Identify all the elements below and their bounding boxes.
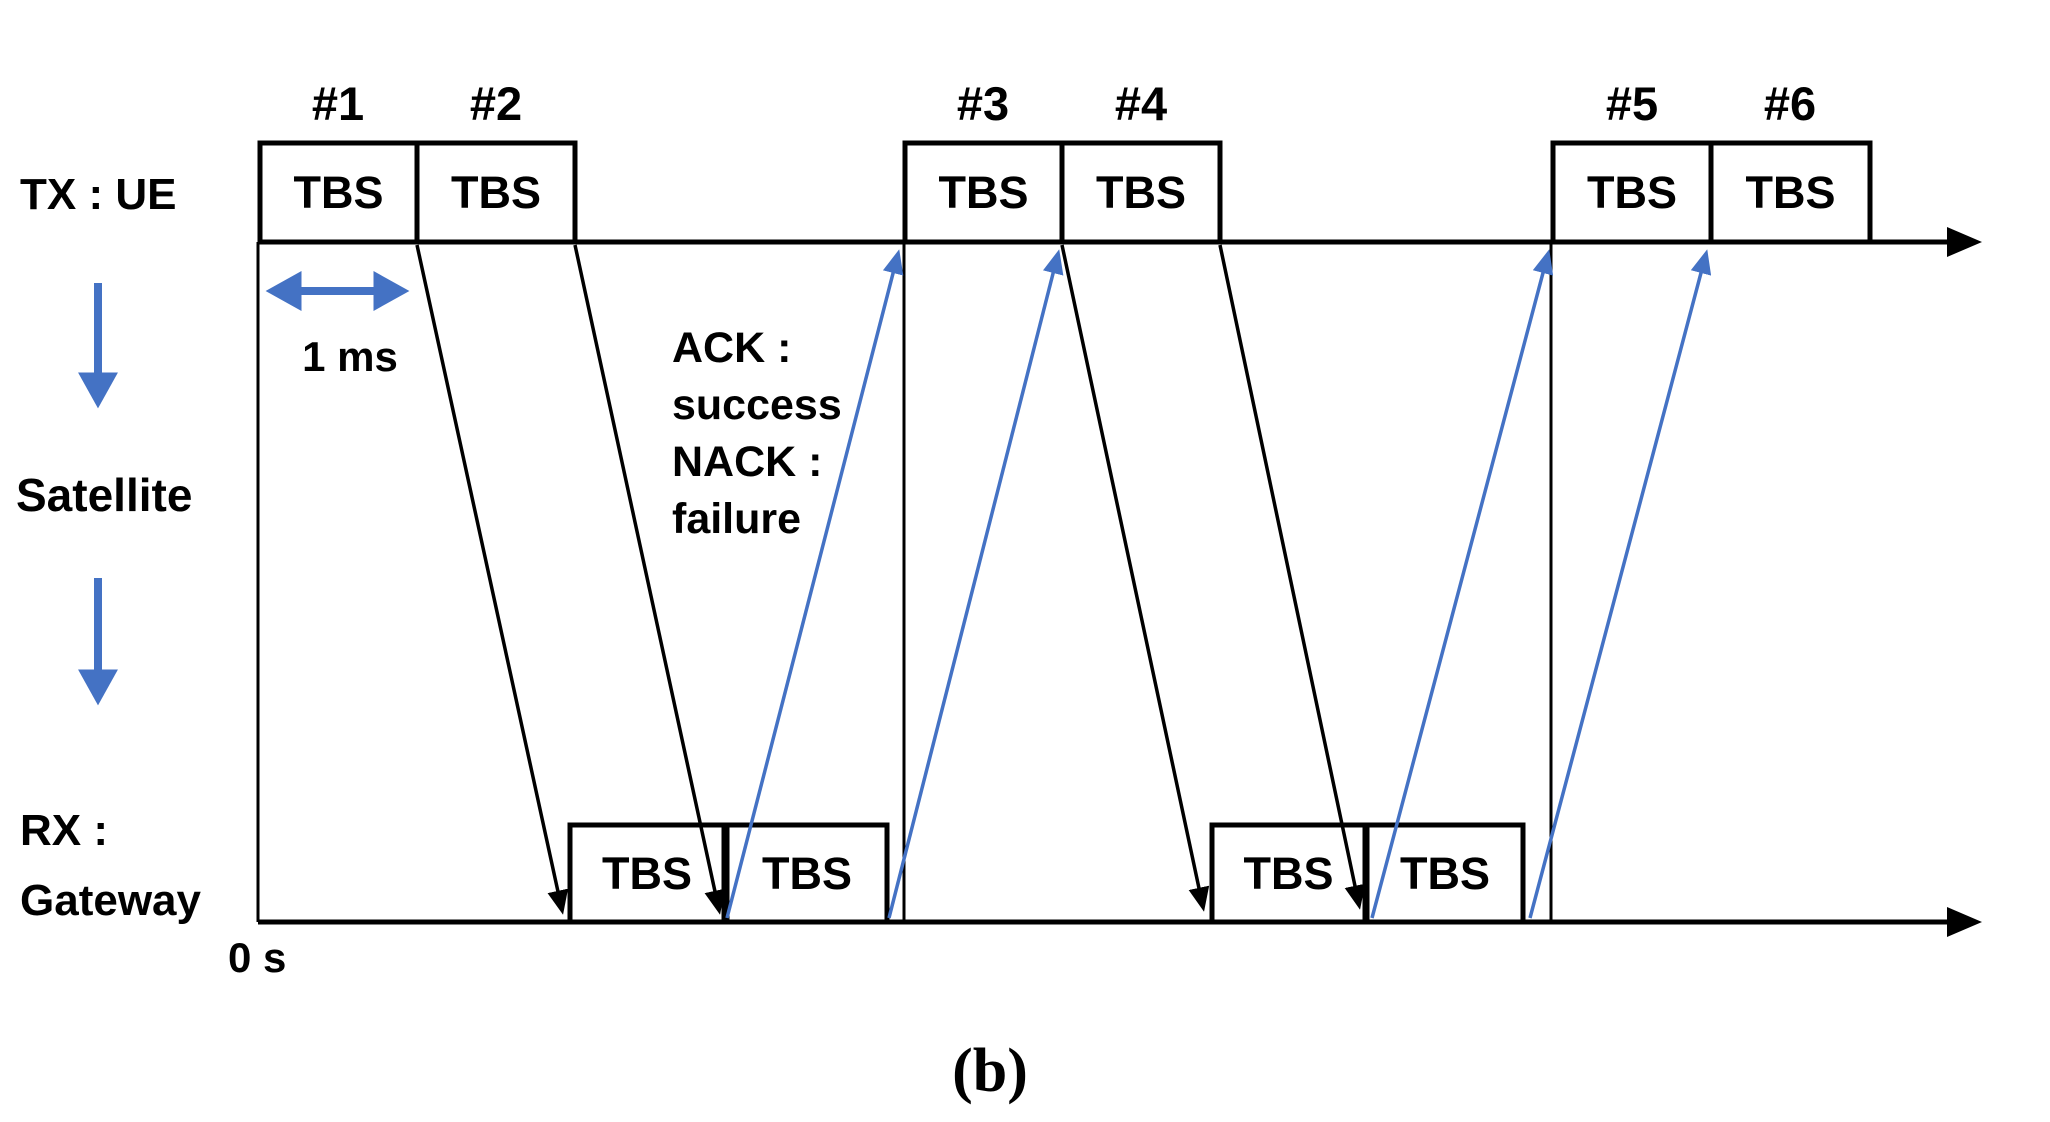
tx-tbs-box-2 (414, 140, 578, 245)
ack-nack-feedback-arrow-1 (725, 249, 904, 919)
ack-nack-legend: ACK : success NACK : failure (672, 320, 842, 548)
rx-tbs-box-label-3: TBS (1243, 847, 1334, 899)
subframe-label-4: #4 (1114, 77, 1168, 130)
tx-tbs-box-4 (1059, 140, 1223, 245)
tx-tbs-box-label-6: TBS (1745, 166, 1836, 218)
tbs-transmission-arrow-1 (415, 244, 569, 915)
tx-tbs-box-label-4: TBS (1096, 166, 1186, 218)
rx-label-line2: Gateway (20, 876, 201, 925)
tx-tbs-box-label-1: TBS (293, 166, 384, 218)
subframe-label-3: #3 (956, 77, 1010, 130)
tbs-transmission-arrow-3 (1060, 244, 1210, 912)
subframe-label-6: #6 (1763, 77, 1817, 130)
tx-tbs-box-3 (902, 140, 1065, 245)
rx-tbs-box-label-2: TBS (762, 847, 852, 899)
legend-line-ack: ACK : (672, 324, 792, 372)
tx-tbs-box-5 (1550, 140, 1714, 245)
satellite-label: Satellite (16, 469, 193, 521)
slot-duration-label: 1 ms (302, 333, 398, 380)
rx-tbs-box-4 (1364, 822, 1526, 925)
tx-tbs-box-label-3: TBS (938, 166, 1029, 218)
tbs-transmission-arrow-4 (1218, 244, 1366, 910)
tx-tbs-box-6 (1708, 140, 1873, 245)
rx-label-line1: RX : (20, 806, 108, 855)
tbs-transmission-arrow-2 (573, 244, 726, 915)
subframe-label-5: #5 (1605, 77, 1659, 130)
ack-nack-feedback-arrow-4 (1528, 249, 1712, 919)
tx-ue-label: TX : UE (20, 170, 177, 219)
rx-tbs-box-2 (724, 822, 890, 925)
time-origin-label: 0 s (228, 934, 287, 981)
legend-line-failure: failure (672, 495, 802, 543)
rx-tbs-box-1 (567, 822, 727, 925)
subframe-label-2: #2 (469, 77, 523, 130)
legend-line-success: success (672, 381, 842, 429)
figure-caption: (b) (952, 1037, 1028, 1105)
tx-tbs-box-label-2: TBS (451, 166, 541, 218)
rx-tbs-box-label-4: TBS (1400, 847, 1490, 899)
ack-nack-feedback-arrow-2 (887, 249, 1064, 919)
legend-line-nack: NACK : (672, 438, 823, 486)
tx-tbs-box-label-5: TBS (1587, 166, 1677, 218)
subframe-label-1: #1 (311, 77, 365, 130)
ack-nack-feedback-arrow-3 (1370, 249, 1554, 919)
rx-tbs-box-label-1: TBS (602, 847, 692, 899)
